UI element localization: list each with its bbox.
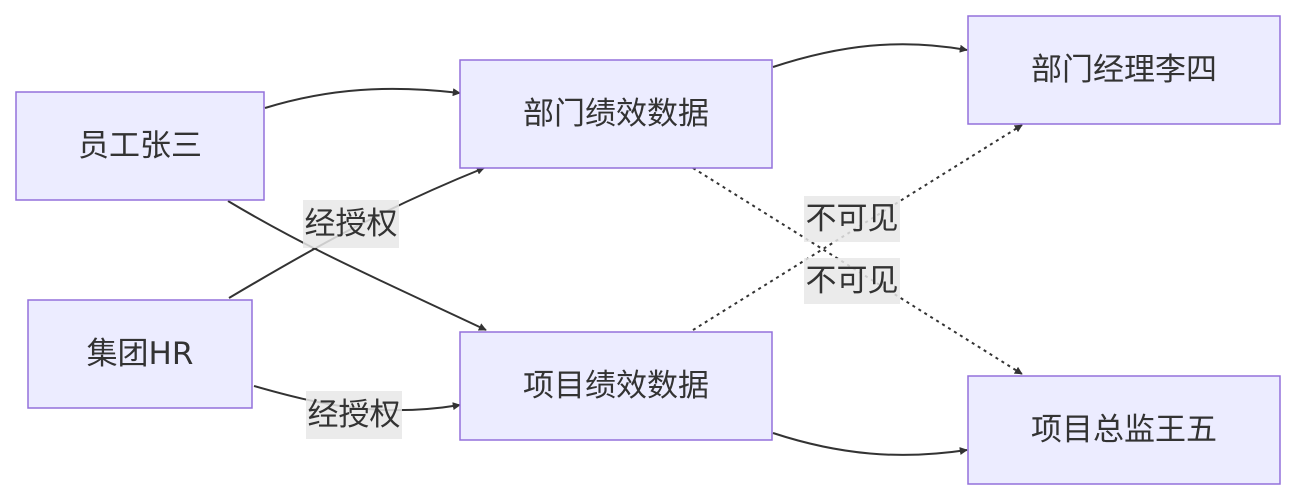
edge-label-hr-to-proj: 经授权 [306, 391, 402, 439]
svg-text:部门经理李四: 部门经理李四 [1031, 52, 1217, 88]
node-proj-perf: 项目绩效数据 [459, 331, 773, 441]
svg-text:员工张三: 员工张三 [78, 128, 202, 164]
edge-proj-perf-to-dept-manager [692, 124, 1023, 331]
edge-employee-to-proj-perf [227, 200, 487, 331]
svg-text:不可见: 不可见 [806, 201, 899, 237]
edge-label-hr-to-dept: 经授权 [303, 200, 399, 248]
edge-proj-perf-to-proj-director [772, 432, 968, 456]
svg-text:部门绩效数据: 部门绩效数据 [523, 96, 709, 132]
node-proj-director: 项目总监王五 [967, 375, 1281, 485]
svg-text:不可见: 不可见 [806, 263, 899, 299]
edge-employee-to-dept-perf [264, 87, 461, 109]
svg-text:集团HR: 集团HR [87, 336, 194, 372]
node-dept-perf: 部门绩效数据 [459, 59, 773, 169]
svg-text:项目绩效数据: 项目绩效数据 [523, 368, 709, 404]
svg-text:经授权: 经授权 [308, 397, 401, 433]
edge-label-proj-to-dept-manager: 不可见 [804, 196, 900, 242]
svg-text:项目总监王五: 项目总监王五 [1031, 412, 1217, 448]
edge-dept-perf-to-proj-director [692, 167, 1023, 375]
edge-dept-perf-to-dept-manager [772, 43, 968, 68]
node-group-hr: 集团HR [27, 299, 253, 409]
node-dept-manager: 部门经理李四 [967, 15, 1281, 125]
node-employee: 员工张三 [15, 91, 265, 201]
svg-text:经授权: 经授权 [305, 206, 398, 242]
edge-label-dept-to-proj-director: 不可见 [804, 258, 900, 304]
